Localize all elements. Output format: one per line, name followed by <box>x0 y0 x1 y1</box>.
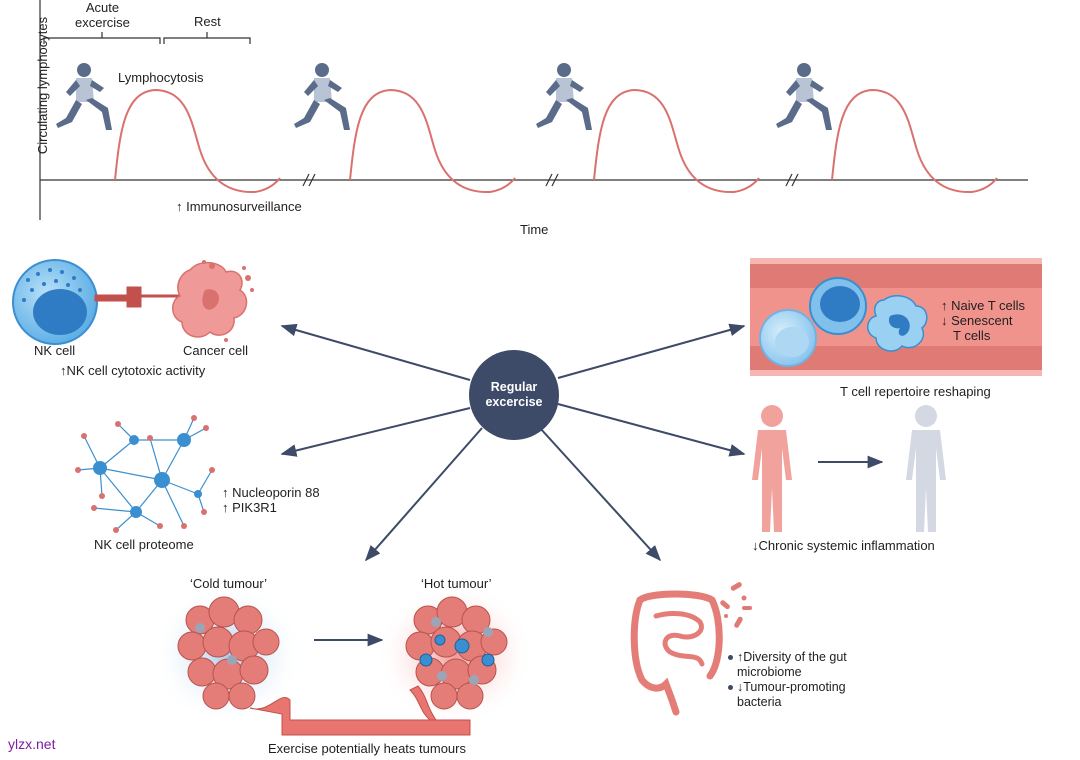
hub-label-line2: excercise <box>485 395 543 409</box>
acute-label-line1: Acute <box>85 0 120 15</box>
naive-t-cells-text: ↑ Naive T cells <box>941 298 1026 313</box>
proteome-caption: NK cell proteome <box>94 537 194 552</box>
nk-cytotoxicity-illustration <box>12 259 254 345</box>
runner-icon <box>776 63 832 130</box>
proteome-nodes <box>75 415 215 533</box>
t-cell-caption: T cell repertoire reshaping <box>840 384 991 399</box>
rest-bracket <box>163 32 251 44</box>
immunosurveillance-label: ↑ Immunosurveillance <box>176 199 302 214</box>
acute-bracket <box>43 32 161 44</box>
hub-label-line1: Regular <box>490 380 538 394</box>
t-cell-changes-label: ↑ Naive T cells ↓ Senescent T cells <box>941 298 1025 343</box>
bullet <box>728 655 733 661</box>
regular-exercise-hub <box>469 350 559 440</box>
gut-diversity-text: ↑Diversity of the gut <box>737 650 847 664</box>
hub-arrows <box>280 323 746 562</box>
nk-activity-label: ↑NK cell cytotoxic activity <box>60 363 206 378</box>
tumour-bacteria-text-2: bacteria <box>737 695 782 709</box>
hot-tumour-icon <box>405 596 508 710</box>
tumour-caption: Exercise potentially heats tumours <box>268 741 466 756</box>
cold-tumour-icon <box>177 596 280 710</box>
lymphocytosis-curves <box>114 88 998 194</box>
gut-diversity-text-2: microbiome <box>737 665 802 679</box>
healthy-body-icon <box>906 405 946 532</box>
runner-icon <box>294 63 350 130</box>
x-axis-label: Time <box>520 222 549 237</box>
axis-break-marks <box>302 173 799 187</box>
gut-changes-label: ↑Diversity of the gut microbiome ↓Tumour… <box>728 650 847 710</box>
y-axis-label: Circulating lymphocytes <box>35 16 51 155</box>
tumour-bacteria-text: ↓Tumour-promoting <box>737 680 846 694</box>
cold-tumour-label: ‘Cold tumour’ <box>190 576 268 591</box>
bullet <box>728 685 733 691</box>
acute-label-line2: excercise <box>75 15 130 30</box>
pik3r1-text: ↑ PIK3R1 <box>222 500 277 515</box>
runner-icon <box>536 63 592 130</box>
inflammation-figures <box>752 405 946 532</box>
lymphocyte-timeline <box>39 0 1028 220</box>
hub-label: Regular excercise <box>469 380 559 410</box>
inflamed-body-icon <box>752 405 792 532</box>
proteome-changes-label: ↑ Nucleoporin 88 ↑ PIK3R1 <box>222 485 320 515</box>
nucleoporin-text: ↑ Nucleoporin 88 <box>222 485 320 500</box>
bacteria-icons <box>720 582 752 628</box>
lymphocytosis-label: Lymphocytosis <box>118 70 204 85</box>
inflammation-caption: ↓Chronic systemic inflammation <box>752 538 935 553</box>
synapse-connector <box>94 286 184 308</box>
senescent-t-cells-text-2: T cells <box>953 328 991 343</box>
rest-phase-label: Rest <box>194 14 221 29</box>
hot-tumour-label: ‘Hot tumour’ <box>421 576 492 591</box>
gut-icon <box>630 590 723 716</box>
runner-icon <box>56 63 112 130</box>
senescent-t-cells-text: ↓ Senescent <box>941 313 1013 328</box>
watermark: ylzx.net <box>8 736 56 752</box>
blood-vessel-connector <box>249 697 471 736</box>
tumour-illustration <box>152 582 533 736</box>
acute-phase-label: Acute excercise <box>75 0 130 30</box>
blood-vessel-illustration <box>750 258 1042 376</box>
nk-cell-label: NK cell <box>34 343 76 358</box>
cancer-cell-label: Cancer cell <box>183 343 249 358</box>
